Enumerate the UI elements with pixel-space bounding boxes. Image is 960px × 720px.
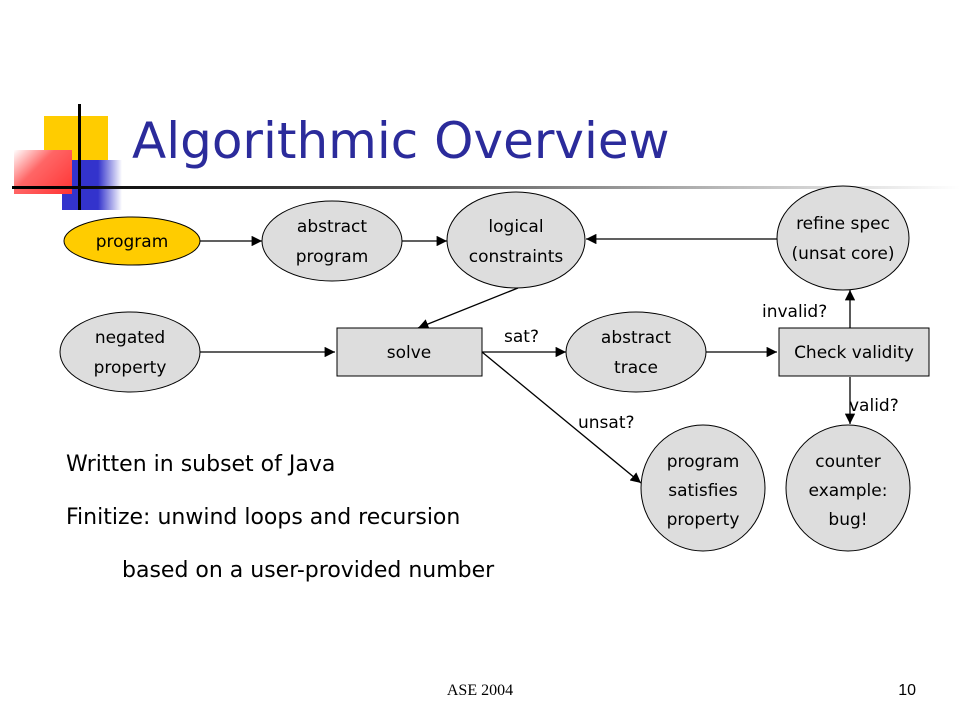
node-refine-spec-line2: (unsat core) (792, 244, 895, 264)
node-abstract-program: abstract program (261, 200, 403, 282)
node-counter-example-line3: bug! (828, 510, 867, 530)
node-counter-example: counter example: bug! (785, 424, 911, 552)
node-program-satisfies-line2: satisfies (668, 481, 738, 501)
deco-blue-square (62, 160, 122, 210)
node-abstract-program-line1: abstract (297, 217, 367, 237)
node-negated-property-line2: property (94, 358, 167, 378)
node-negated-property: negated property (59, 311, 201, 393)
bullet-line-1: Written in subset of Java (66, 452, 336, 477)
node-program-label: program (96, 232, 169, 252)
node-abstract-trace: abstract trace (565, 311, 707, 393)
node-negated-property-line1: negated (95, 328, 165, 348)
node-counter-example-line1: counter (815, 452, 880, 472)
node-abstract-trace-line2: trace (614, 358, 658, 378)
node-counter-example-line2: example: (809, 481, 888, 501)
node-solve: solve (336, 327, 483, 377)
page-number: 10 (898, 682, 916, 699)
node-abstract-trace-line1: abstract (601, 328, 671, 348)
node-refine-spec-line1: refine spec (796, 214, 890, 234)
edge-solve-to-satisfies (481, 351, 642, 484)
node-program-satisfies-line1: program (667, 452, 740, 472)
bullet-line-2: Finitize: unwind loops and recursion (66, 505, 461, 530)
node-solve-label: solve (387, 343, 432, 363)
node-program-satisfies-line3: property (667, 510, 740, 530)
slide-title: Algorithmic Overview (132, 112, 670, 170)
deco-vertical-line (78, 104, 81, 210)
title-underline (48, 186, 960, 189)
node-refine-spec: refine spec (unsat core) (776, 185, 910, 291)
node-check-validity-label: Check validity (794, 343, 914, 363)
node-check-validity: Check validity (778, 327, 930, 377)
footer-text: ASE 2004 (446, 682, 514, 699)
deco-horizontal-line (12, 186, 52, 189)
edge-logical-to-solve (417, 287, 519, 329)
bullet-line-3: based on a user-provided number (122, 558, 495, 583)
node-logical-constraints-line2: constraints (469, 247, 564, 267)
node-logical-constraints: logical constraints (446, 191, 586, 289)
edge-label-unsat: unsat? (578, 413, 635, 433)
edge-label-sat: sat? (504, 327, 539, 347)
edge-label-valid: valid? (849, 396, 899, 416)
node-logical-constraints-line1: logical (488, 217, 543, 237)
node-abstract-program-line2: program (296, 247, 369, 267)
node-program: program (63, 216, 201, 266)
node-program-satisfies: program satisfies property (640, 424, 766, 552)
edge-label-invalid: invalid? (762, 302, 827, 322)
